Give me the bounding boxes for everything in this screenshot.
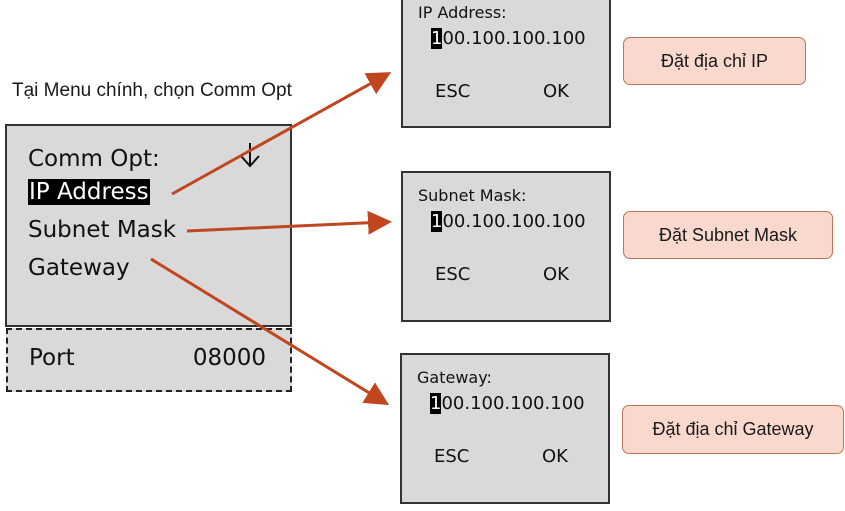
menu-item-label: IP Address	[28, 179, 150, 205]
ok-button[interactable]: OK	[542, 446, 568, 467]
menu-item-label: Gateway	[28, 255, 130, 281]
edit-cursor: 1	[431, 211, 443, 232]
main-menu-screen: Comm Opt: IP Address Subnet Mask Gateway	[5, 124, 292, 327]
label-set-ip: Đặt địa chỉ IP	[623, 37, 806, 85]
gateway-screen: Gateway: 100.100.100.100 ESC OK	[400, 353, 610, 504]
menu-item-subnet-mask[interactable]: Subnet Mask	[28, 215, 176, 245]
ip-address-screen: IP Address: 100.100.100.100 ESC OK	[401, 0, 611, 128]
menu-item-ip-address[interactable]: IP Address	[28, 177, 150, 207]
input-value: 00.100.100.100	[442, 28, 586, 49]
gateway-input[interactable]: 100.100.100.100	[430, 393, 585, 414]
menu-title: Comm Opt:	[28, 146, 160, 172]
edit-cursor: 1	[430, 393, 442, 414]
label-set-subnet-mask: Đặt Subnet Mask	[623, 211, 833, 259]
edit-cursor: 1	[431, 28, 443, 49]
port-label: Port	[29, 345, 75, 371]
subnet-mask-screen: Subnet Mask: 100.100.100.100 ESC OK	[401, 171, 611, 322]
screen-title: IP Address:	[418, 3, 507, 22]
port-field: Port 08000	[6, 328, 292, 392]
instruction-caption: Tại Menu chính, chọn Comm Opt	[12, 80, 292, 101]
menu-item-gateway[interactable]: Gateway	[28, 253, 130, 283]
label-set-gateway: Đặt địa chỉ Gateway	[622, 405, 844, 454]
esc-button[interactable]: ESC	[435, 81, 471, 102]
input-value: 00.100.100.100	[441, 393, 585, 414]
ok-button[interactable]: OK	[543, 81, 569, 102]
screen-title: Gateway:	[417, 368, 492, 387]
screen-title: Subnet Mask:	[418, 186, 527, 205]
input-value: 00.100.100.100	[442, 211, 586, 232]
subnet-mask-input[interactable]: 100.100.100.100	[431, 211, 586, 232]
ip-address-input[interactable]: 100.100.100.100	[431, 28, 586, 49]
esc-button[interactable]: ESC	[435, 264, 471, 285]
menu-item-label: Subnet Mask	[28, 217, 177, 243]
port-value: 08000	[192, 345, 266, 371]
ok-button[interactable]: OK	[543, 264, 569, 285]
esc-button[interactable]: ESC	[434, 446, 470, 467]
down-arrow-icon	[240, 143, 260, 168]
